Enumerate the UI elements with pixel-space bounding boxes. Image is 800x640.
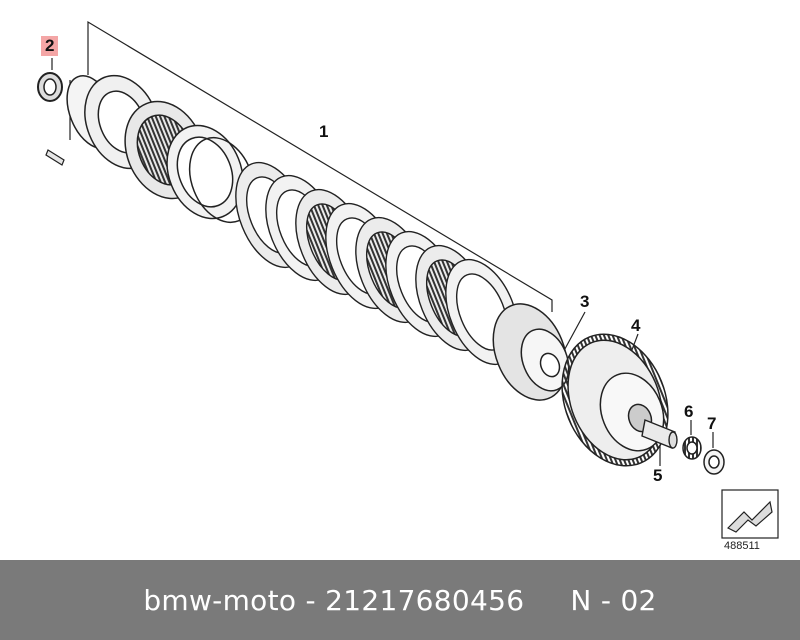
callout-3: 3 — [580, 292, 590, 311]
washer-part — [703, 449, 725, 475]
footer-gap — [524, 584, 570, 617]
callout-2: 2 — [41, 36, 59, 56]
clutch-disc-stack — [235, 161, 519, 366]
diagram-reference-number: 488511 — [724, 540, 760, 552]
inner-hub-part — [492, 303, 570, 401]
bolt-part — [45, 149, 65, 166]
footer-brand: bmw-moto — [143, 583, 297, 617]
footer-bar: bmw-moto - 21217680456 N - 02 — [0, 560, 800, 640]
exploded-parts-diagram — [37, 20, 779, 539]
seal-ring-part — [37, 72, 63, 102]
footer-separator: - — [296, 583, 326, 617]
needle-bearing-part — [682, 436, 702, 460]
callout-6: 6 — [684, 402, 694, 421]
callout-7: 7 — [707, 414, 717, 433]
pressure-plate-stack — [66, 74, 256, 224]
footer-part-number: 21217680456 — [325, 583, 525, 617]
callout-1: 1 — [319, 122, 329, 141]
direction-symbol — [721, 489, 779, 539]
callout-5: 5 — [653, 466, 663, 485]
clutch-basket-part — [561, 333, 669, 467]
shaft-part — [641, 419, 678, 449]
footer-position: N - 02 — [570, 583, 657, 617]
callout-4: 4 — [631, 316, 641, 335]
